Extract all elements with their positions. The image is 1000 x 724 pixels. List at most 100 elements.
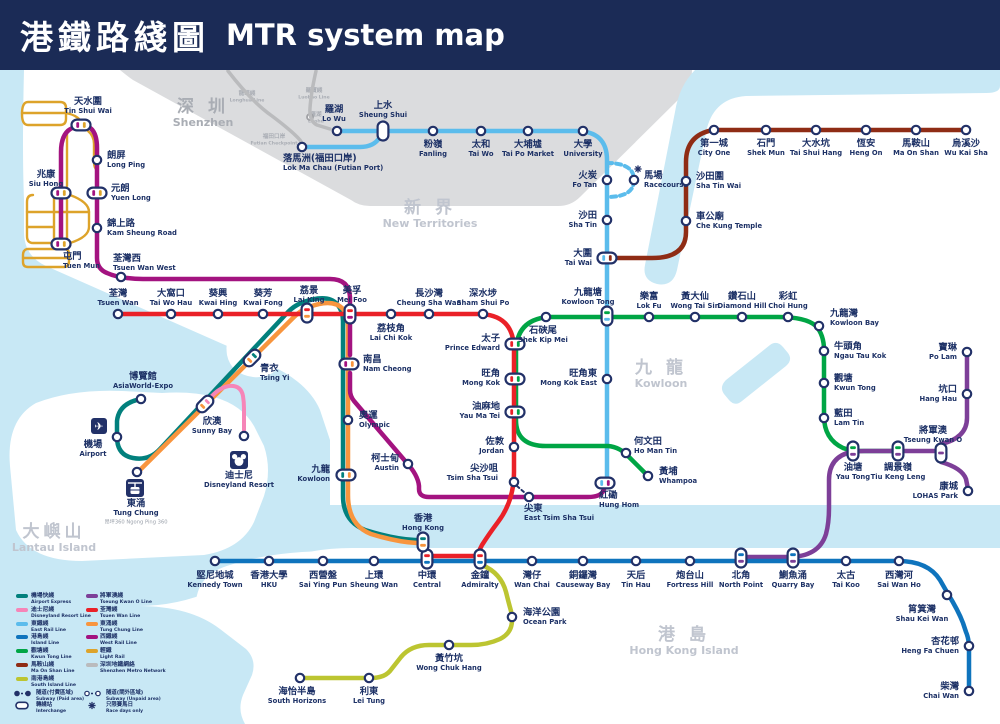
svg-text:Tiu Keng Leng: Tiu Keng Leng	[871, 473, 926, 481]
station-lok-ma-chau-futian-port-[interactable]: 落馬洲(福田口岸)Lok Ma Chau (Futian Port)	[283, 141, 383, 172]
svg-text:博覽館: 博覽館	[129, 370, 157, 382]
water-2	[721, 342, 791, 404]
svg-text:Kowloon Bay: Kowloon Bay	[830, 319, 880, 327]
svg-text:Disneyland Resort: Disneyland Resort	[204, 481, 275, 489]
svg-text:福田口岸: 福田口岸	[262, 132, 286, 140]
svg-text:尖沙咀: 尖沙咀	[470, 462, 499, 474]
